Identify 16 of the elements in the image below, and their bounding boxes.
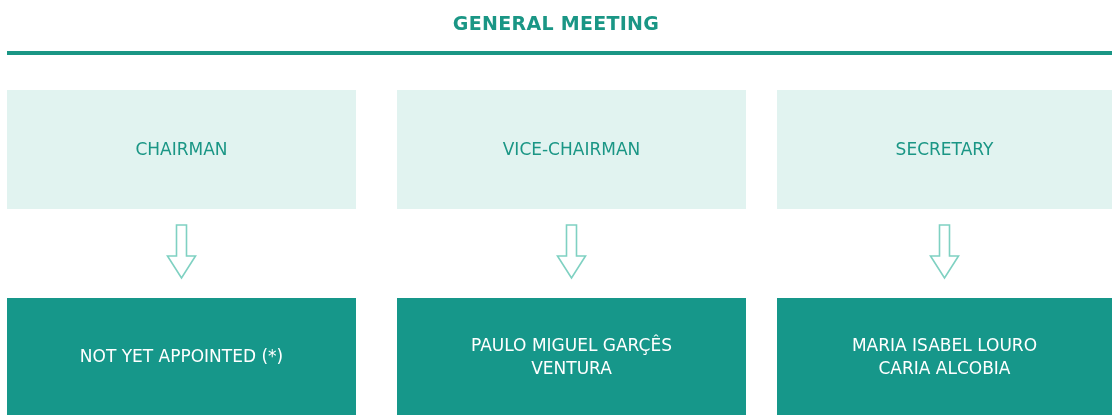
name-box: [7, 298, 356, 415]
role-box: [397, 90, 746, 209]
name-box: [777, 298, 1112, 415]
role-title: SECRETARY: [895, 138, 994, 161]
role-box: [7, 90, 356, 209]
person-name: PAULO MIGUEL GARÇÊS VENTURA: [470, 333, 673, 380]
role-box: [777, 90, 1112, 209]
name-box: [397, 298, 746, 415]
hollow-arrow: [166, 224, 197, 280]
person-name: MARIA ISABEL LOURO CARIA ALCOBIA: [850, 333, 1039, 380]
role-title: VICE-CHAIRMAN: [502, 138, 641, 161]
title: GENERAL MEETING: [452, 12, 660, 34]
hollow-arrow: [556, 224, 587, 280]
hollow-arrow: [929, 224, 960, 280]
person-name: NOT YET APPOINTED (*): [79, 345, 284, 368]
role-title: CHAIRMAN: [135, 138, 228, 161]
